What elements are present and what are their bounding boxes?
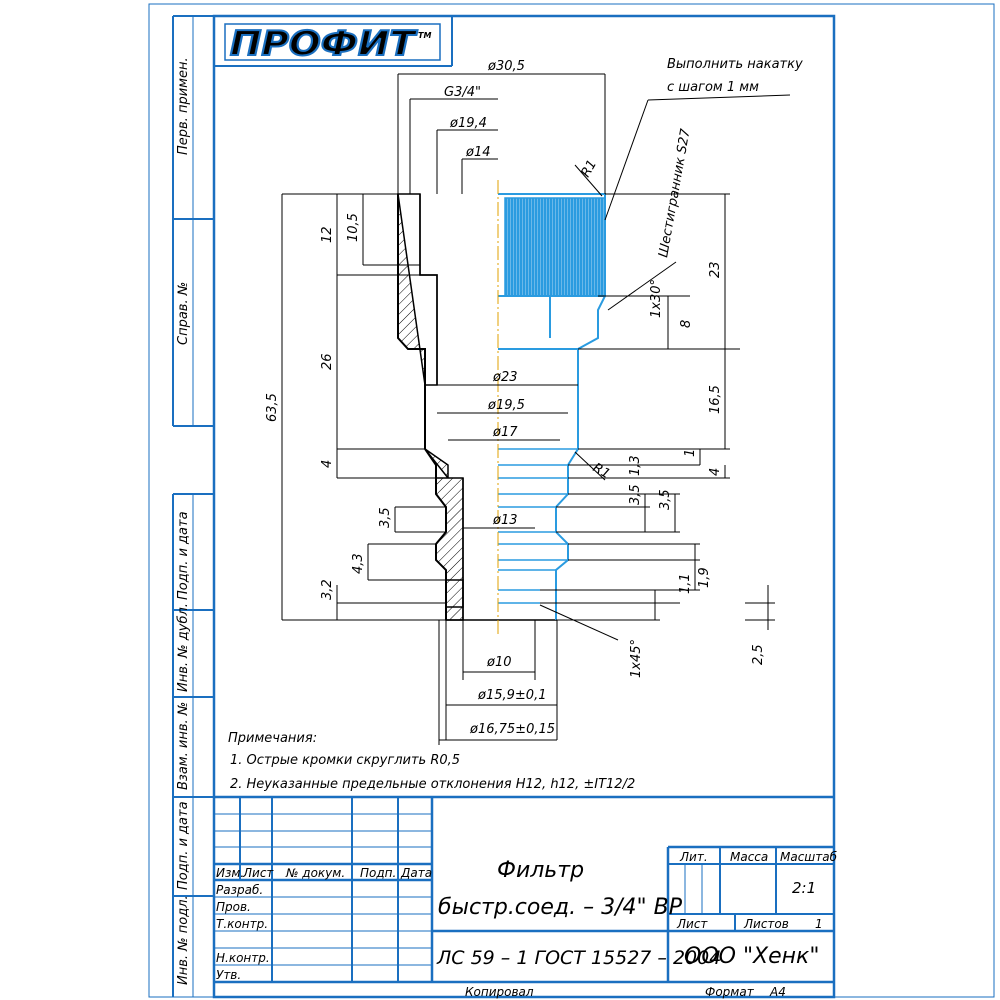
dim-8: 8 (679, 320, 694, 328)
tb-col-izm: Изм. (216, 866, 244, 880)
title-block-lines (214, 795, 834, 984)
dim-d13: ø13 (492, 513, 518, 528)
tb-row-utv: Утв. (216, 968, 241, 982)
note-2: 2. Неуказанные предельные отклонения H12… (230, 777, 635, 792)
tb-col-docum: № докум. (285, 866, 345, 880)
dim-2-5: 2,5 (751, 644, 766, 665)
dim-r1-mid: R1 (590, 460, 612, 482)
section-hatch-wall (397, 193, 464, 621)
dim-d17: ø17 (492, 425, 518, 440)
dim-12: 12 (320, 226, 335, 243)
sheet-frame (148, 3, 995, 999)
dim-4-3: 4,3 (351, 553, 366, 574)
label-inv-dubl: Инв. № дубл. (176, 603, 191, 692)
tb-company: ООО "Хенк" (684, 944, 819, 969)
dim-d19-4: ø19,4 (449, 116, 487, 131)
dim-3-5-left: 3,5 (378, 507, 393, 528)
dim-d19-5: ø19,5 (487, 398, 525, 413)
tb-col-data: Дата (400, 866, 432, 880)
tb-kopiroval: Копировал (465, 985, 534, 999)
notes-title: Примечания: (228, 731, 317, 746)
dim-1-1: 1,1 (678, 573, 693, 594)
tb-col-list: Лист (242, 866, 274, 880)
general-notes: Примечания: 1. Острые кромки скруглить R… (228, 731, 635, 792)
dimension-lines (281, 73, 791, 745)
dim-d15-9: ø15,9±0,1 (477, 688, 546, 703)
callout-hex: Шестигранник S27 (656, 127, 694, 259)
tb-format-label: Формат (705, 985, 755, 999)
tb-listov: 1 (815, 917, 823, 931)
bottom-flange (446, 579, 464, 608)
dim-16-5: 16,5 (708, 385, 723, 414)
tb-lit: Лит. (679, 850, 708, 864)
outline-right (555, 349, 579, 620)
label-podp-data-1: Подп. и дата (176, 511, 191, 600)
dim-d16-75: ø16,75±0,15 (469, 722, 555, 737)
dim-3-2: 3,2 (320, 579, 335, 600)
title-block-texts: Изм. Лист № докум. Подп. Дата Разраб. Пр… (216, 850, 838, 999)
tb-row-tkontr: Т.контр. (216, 917, 268, 931)
tb-material: ЛС 59 – 1 ГОСТ 15527 – 2004 (436, 947, 721, 969)
outline-left (397, 194, 447, 620)
label-vzam-inv: Взам. инв. № (176, 702, 191, 790)
tb-scale: 2:1 (792, 879, 816, 897)
tb-format: А4 (769, 985, 786, 999)
dim-d23: ø23 (492, 370, 518, 385)
dim-1-9: 1,9 (697, 567, 712, 588)
dim-1-3: 1,3 (628, 455, 643, 476)
dim-g3-4: G3/4" (444, 85, 481, 100)
dim-3-5-right-a: 3,5 (628, 484, 643, 505)
callout-notes: Выполнить накатку с шагом 1 мм Шестигран… (656, 57, 803, 259)
label-perv-primen: Перв. примен. (176, 57, 191, 155)
logo-tm: TM (418, 31, 431, 40)
tb-masshtab: Масштаб (780, 850, 838, 864)
label-sprav-no: Справ. № (176, 282, 191, 345)
tb-row-prov: Пров. (216, 900, 251, 914)
dim-4: 4 (320, 460, 335, 468)
logo-text: ПРОФИТ (230, 24, 418, 64)
label-inv-podl: Инв. № подл. (176, 895, 191, 985)
dimension-texts: ø30,5 G3/4" ø19,4 ø14 R1 ø23 ø19,5 ø17 R… (265, 59, 766, 737)
dim-1: 1 (683, 449, 698, 457)
dim-1x30: 1x30° (649, 279, 664, 318)
dim-d14: ø14 (465, 145, 491, 160)
tb-row-nkontr: Н.контр. (216, 951, 270, 965)
note-1: 1. Острые кромки скруглить R0,5 (230, 753, 460, 768)
dim-d30-5: ø30,5 (487, 59, 525, 74)
profit-logo: ПРОФИТ TM (224, 23, 441, 65)
dim-r1-top: R1 (578, 158, 600, 180)
dim-26: 26 (320, 353, 335, 370)
tb-row-razrab: Разраб. (216, 883, 263, 897)
tb-list-label: Лист (676, 917, 708, 931)
label-podp-data-2: Подп. и дата (176, 801, 191, 890)
part-section (397, 180, 606, 635)
left-strip-labels: Перв. примен. Справ. № Подп. и дата Инв.… (176, 57, 191, 985)
dim-d10: ø10 (486, 655, 512, 670)
callout-knurl-line2: с шагом 1 мм (667, 80, 759, 95)
tb-name-line1: Фильтр (497, 858, 584, 883)
dim-10-5: 10,5 (346, 213, 361, 242)
dim-63-5: 63,5 (265, 393, 280, 422)
tb-name-line2: быстр.соед. – 3/4" ВР (438, 895, 683, 920)
callout-knurl-line1: Выполнить накатку (667, 57, 803, 72)
dim-3-5-right-b: 3,5 (658, 489, 673, 510)
dim-4-right: 4 (708, 468, 723, 476)
tb-listov-label: Листов (743, 917, 789, 931)
groove-lines (498, 448, 578, 604)
knurled-hex-body (504, 197, 606, 297)
dim-1x45: 1x45° (629, 639, 644, 678)
tb-col-podp: Подп. (360, 866, 396, 880)
tb-massa: Масса (730, 850, 768, 864)
dim-23: 23 (708, 261, 723, 278)
